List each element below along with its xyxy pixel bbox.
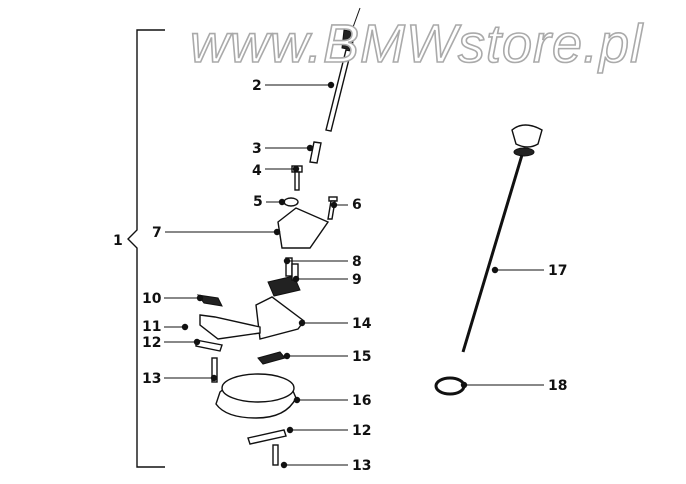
callout-label: 15 [352,349,371,365]
leader-dot [278,198,286,206]
bolt-part [211,357,218,383]
leader-dot [273,228,281,236]
callout-13: 13 [280,458,371,474]
leader-dot [196,294,204,302]
callout-9: 9 [292,272,362,288]
callout-label: 3 [252,141,262,157]
leader-dot [210,374,218,382]
callout-16: 16 [293,393,371,409]
assembly-bracket [127,29,165,468]
callout-12: 12 [142,335,201,351]
callout-label: 11 [142,319,161,335]
callout-label: 2 [252,78,262,94]
pump-gears [267,257,301,297]
leader-dot [460,381,468,389]
bolt-part [272,444,279,466]
callout-label: 16 [352,393,371,409]
callout-15: 15 [283,349,371,365]
seal-part [257,351,286,365]
callout-14: 14 [298,316,372,332]
leader-dot [330,201,338,209]
leader-dot [193,338,201,346]
callout-6: 6 [330,197,362,213]
leader-dot [181,323,189,331]
leader-dot [293,396,301,404]
callout-18: 18 [460,378,567,394]
leader-dot [306,144,314,152]
callout-label: 4 [252,163,262,179]
pickup-arm [199,314,261,340]
leader-dot [491,266,499,274]
callout-17: 17 [491,263,567,279]
screw-part [327,196,338,220]
pump-cover [255,296,305,340]
callout-label: 14 [352,316,372,332]
bracket-plate [247,429,287,445]
assembly-label: 1 [113,233,123,249]
callout-4: 4 [252,163,300,179]
callout-5: 5 [253,194,286,210]
callout-label: 12 [142,335,161,351]
drive-shaft [325,7,361,132]
leader-dot [298,319,306,327]
callout-label: 18 [548,378,567,394]
leader-dot [283,352,291,360]
callout-12: 12 [286,423,371,439]
leader-dot [327,81,335,89]
dipstick [461,124,543,353]
callout-label: 10 [142,291,162,307]
callout-label: 8 [352,254,362,270]
leader-dot [292,165,300,173]
callout-13: 13 [142,371,218,387]
leader-dot [280,461,288,469]
callout-2: 2 [252,78,335,94]
callout-label: 17 [548,263,567,279]
leader-dot [283,257,291,265]
watermark: www.BMWstore.pl [190,14,644,74]
callout-label: 12 [352,423,371,439]
leader-dot [292,275,300,283]
leader-dot [286,426,294,434]
callout-11: 11 [142,319,189,335]
washer-part [283,197,299,207]
callout-7: 7 [152,225,281,241]
sleeve-part [309,141,322,164]
strainer-bowl [215,373,297,419]
dipstick-seal [434,376,466,396]
callout-3: 3 [252,141,314,157]
callout-10: 10 [142,291,204,307]
callout-label: 13 [142,371,161,387]
callout-8: 8 [283,254,362,270]
callout-label: 5 [253,194,263,210]
callout-label: 13 [352,458,371,474]
pump-housing [277,207,330,249]
callout-label: 6 [352,197,362,213]
callout-label: 7 [152,225,162,241]
callout-label: 9 [352,272,362,288]
